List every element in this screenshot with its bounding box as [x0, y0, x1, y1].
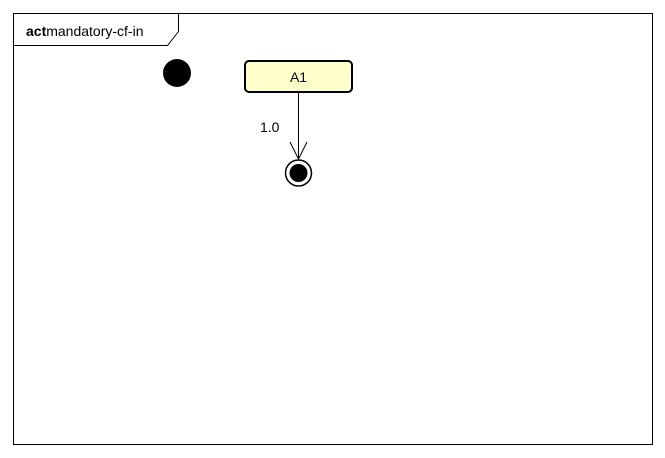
action-label: A1	[290, 69, 307, 85]
initial-node[interactable]	[163, 59, 191, 87]
flow-guard-label: 1.0	[260, 119, 280, 135]
final-node[interactable]	[284, 159, 313, 187]
final-node-core	[289, 164, 308, 182]
frame-name: mandatory-cf-in	[46, 23, 143, 39]
control-flow-edge[interactable]: 1.0	[260, 92, 308, 161]
frame-name-tab	[13, 13, 179, 46]
frame-keyword: act	[26, 23, 47, 39]
action-node-a1[interactable]: A1	[244, 60, 353, 93]
frame-title: actmandatory-cf-in	[26, 23, 144, 39]
arrowhead-icon	[289, 141, 308, 161]
